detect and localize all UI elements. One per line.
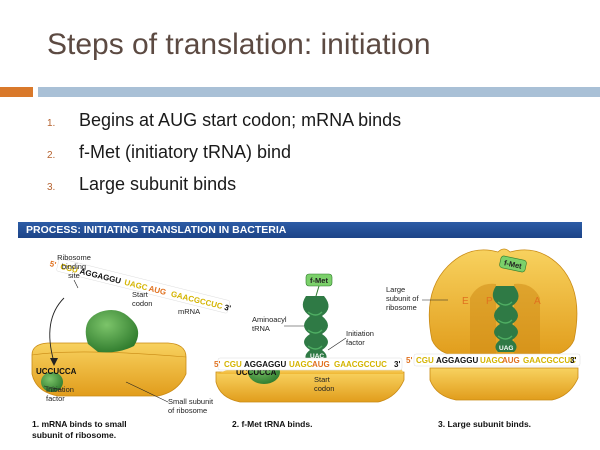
rrna-sequence: UCCUCCA	[236, 368, 277, 377]
slide-title: Steps of translation: initiation	[47, 28, 431, 61]
step-number: 1.	[47, 118, 56, 129]
step-text: f-Met (initiatory tRNA) bind	[79, 142, 292, 162]
mrna-seq-part: CGU	[416, 356, 434, 365]
prime5: 5'	[406, 356, 412, 365]
figure-header: PROCESS: INITIATING TRANSLATION IN BACTE…	[18, 222, 582, 238]
mrna-seq-part: UAGC	[289, 360, 313, 369]
start-codon-seq: AUG	[312, 360, 330, 369]
initiation-factor-label: factor	[46, 394, 65, 403]
initiation-factor-ball	[85, 310, 139, 353]
start-codon-seq: AUG	[502, 356, 520, 365]
list-item: 3. Large subunit binds	[47, 174, 401, 206]
fmet-tag	[499, 255, 527, 273]
mrna-seq-part: GAACGCCUC	[523, 356, 576, 365]
steps-list: 1. Begins at AUG start codon; mRNA binds…	[47, 110, 401, 206]
panel-3-caption: 3. Large subunit binds.	[438, 419, 531, 429]
start-codon-seq: AUG	[148, 284, 167, 297]
initiation-factor	[41, 372, 63, 392]
a-site: A	[534, 296, 541, 307]
mrna-label: mRNA	[178, 307, 200, 316]
start-codon-label: Start	[314, 375, 331, 384]
panel-1-caption: subunit of ribosome.	[32, 430, 116, 440]
e-site: E	[462, 296, 469, 307]
start-codon-label: codon	[132, 299, 152, 308]
list-item: 1. Begins at AUG start codon; mRNA binds	[47, 110, 401, 142]
binding-site-label: binding	[62, 262, 86, 271]
large-subunit-label: Large	[386, 285, 405, 294]
small-subunit	[31, 342, 187, 397]
mrna-seq-part: AGGAGGU	[436, 356, 478, 365]
small-subunit	[429, 367, 579, 401]
start-codon-label: codon	[314, 384, 334, 393]
fmet-tag	[305, 273, 333, 287]
fmet-label: f-Met	[310, 276, 328, 285]
list-item: 2. f-Met (initiatory tRNA) bind	[47, 142, 401, 174]
start-codon-label: Start	[132, 290, 149, 299]
figure-illustration: UCCUCCA 5' CGU AGGAGGU UAGC AUG GAACGCCU…	[31, 248, 581, 440]
aminoacyl-label: tRNA	[252, 324, 270, 333]
step-number: 3.	[47, 182, 56, 193]
prime5: 5'	[49, 259, 57, 269]
binding-site-label: site	[68, 271, 80, 280]
prime5: 5'	[214, 360, 220, 369]
accent-bar-orange	[0, 87, 33, 97]
panel-2: UCCUCCA f-Met UAC 5' CGU AGGAGGU UAGC AU…	[214, 273, 405, 429]
mrna-seq-part: GAACGCCUC	[334, 360, 387, 369]
rrna-sequence: UCCUCCA	[36, 367, 77, 376]
panel-3: E P A f-Met UAG 5' CGU AGGAGGU UAGC AUG …	[386, 248, 581, 429]
panel-1: UCCUCCA 5' CGU AGGAGGU UAGC AUG GAACGCCU…	[31, 253, 232, 440]
initiation-factor-label: Initiation	[346, 329, 374, 338]
binding-site-label: Ribosome	[57, 253, 91, 262]
mrna-seq-part: CGU	[224, 360, 242, 369]
panel-2-caption: 2. f-Met tRNA binds.	[232, 419, 312, 429]
large-subunit-label: ribosome	[386, 303, 417, 312]
step-text: Large subunit binds	[79, 174, 237, 194]
prime3: 3'	[223, 303, 231, 313]
prime3: 3'	[394, 360, 400, 369]
mrna-seq-part: CGU	[59, 262, 79, 275]
translation-figure: PROCESS: INITIATING TRANSLATION IN BACTE…	[18, 222, 582, 447]
anticodon: UAG	[499, 345, 513, 352]
prime3: 3'	[570, 356, 576, 365]
mrna-seq-part: AGGAGGU	[244, 360, 286, 369]
initiation-factor-label: factor	[346, 338, 365, 347]
small-subunit-label: Small subunit	[168, 397, 214, 406]
step-number: 2.	[47, 150, 56, 161]
small-subunit-label: of ribosome	[168, 406, 207, 415]
anticodon: UAC	[310, 353, 324, 360]
aminoacyl-label: Aminoacyl	[252, 315, 287, 324]
mrna-seq-part: UAGC	[480, 356, 504, 365]
large-subunit-label: subunit of	[386, 294, 419, 303]
p-site: P	[486, 296, 493, 307]
accent-bar-blue	[38, 87, 600, 97]
fmet-label: f-Met	[503, 258, 523, 271]
panel-1-caption: 1. mRNA binds to small	[32, 419, 127, 429]
step-text: Begins at AUG start codon; mRNA binds	[79, 110, 402, 130]
